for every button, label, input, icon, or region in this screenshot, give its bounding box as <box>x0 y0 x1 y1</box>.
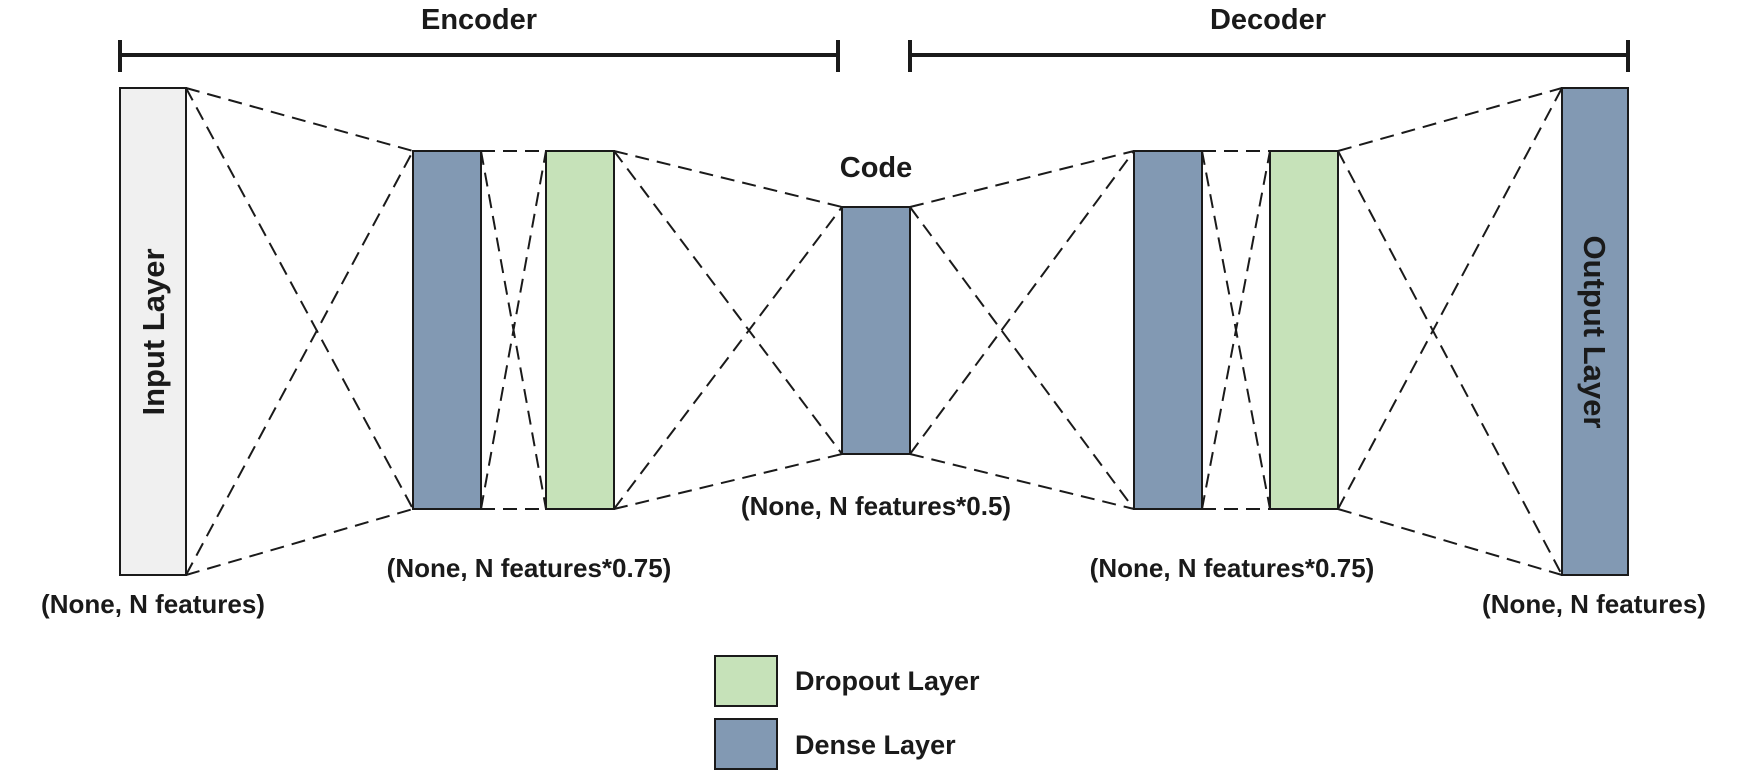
output-layer-label: Output Layer <box>1577 236 1612 429</box>
encoder-title: Encoder <box>421 4 537 36</box>
decoder-shape-label: (None, N features*0.75) <box>1090 553 1375 583</box>
input-shape-label: (None, N features) <box>41 589 265 619</box>
code-layer <box>841 206 911 455</box>
encoder-shape-label: (None, N features*0.75) <box>387 553 672 583</box>
connection-lines <box>185 87 1563 576</box>
decoder-dense-layer <box>1133 150 1203 510</box>
code-label: Code <box>840 152 913 184</box>
output-shape-label: (None, N features) <box>1482 589 1706 619</box>
encoder-bracket <box>118 40 840 72</box>
legend-dropout-swatch <box>714 655 778 707</box>
legend-dense-label: Dense Layer <box>795 730 956 760</box>
decoder-title: Decoder <box>1210 4 1326 36</box>
encoder-dense-layer <box>412 150 482 510</box>
legend-dense-swatch <box>714 718 778 770</box>
output-layer-box <box>1561 87 1629 576</box>
decoder-dropout-layer <box>1269 150 1339 510</box>
encoder-dropout-layer <box>545 150 615 510</box>
code-shape-label: (None, N features*0.5) <box>741 491 1011 521</box>
legend-dropout-label: Dropout Layer <box>795 666 980 696</box>
input-layer-box <box>119 87 187 576</box>
decoder-bracket <box>908 40 1630 72</box>
legend: Dropout Layer Dense Layer <box>714 655 980 770</box>
input-layer-label: Input Layer <box>136 248 171 415</box>
